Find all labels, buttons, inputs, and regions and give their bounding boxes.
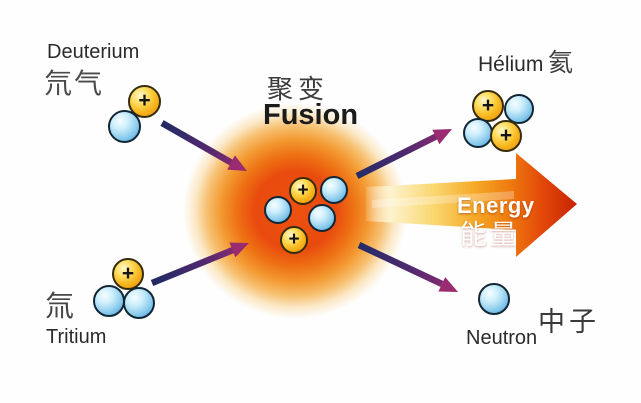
tritium-label-en: Tritium bbox=[46, 326, 107, 348]
plus-symbol: + bbox=[297, 179, 309, 201]
tritium-to-fusion-arrow bbox=[150, 242, 249, 287]
deuterium-to-fusion-arrow bbox=[160, 120, 247, 171]
deuterium-label-zh: 氘气 bbox=[44, 68, 105, 99]
plus-symbol: + bbox=[288, 228, 300, 250]
proton-particle: + bbox=[112, 258, 144, 290]
neutron-particle bbox=[504, 94, 534, 124]
neutron-particle bbox=[308, 204, 336, 232]
proton-particle: + bbox=[280, 226, 308, 254]
proton-particle: + bbox=[490, 120, 522, 152]
neutron-particle bbox=[264, 196, 292, 224]
neutron-particle bbox=[93, 285, 125, 317]
neutron-particle bbox=[108, 110, 141, 143]
energy-label-en: Energy bbox=[457, 193, 535, 218]
plus-symbol: + bbox=[499, 123, 513, 147]
plus-symbol: + bbox=[138, 89, 151, 112]
helium-label-zh: 氦 bbox=[547, 49, 573, 77]
neutron-particle bbox=[123, 287, 155, 319]
helium-label: Hélium 氦 bbox=[478, 43, 573, 79]
neutron-label-en: Neutron bbox=[466, 327, 538, 349]
fusion-to-helium-arrow bbox=[355, 129, 452, 179]
energy-arrow bbox=[366, 153, 577, 257]
deuterium-label-en: Deuterium bbox=[47, 41, 140, 63]
fusion-label-en: Fusion bbox=[263, 99, 359, 131]
fusion-label-zh: 聚变 bbox=[267, 74, 330, 104]
plus-symbol: + bbox=[481, 93, 495, 117]
helium-label-en: Hélium bbox=[478, 53, 544, 76]
neutron-particle bbox=[320, 176, 348, 204]
neutron-particle bbox=[478, 283, 510, 315]
plus-symbol: + bbox=[121, 261, 135, 285]
neutron-particle bbox=[463, 118, 493, 148]
proton-particle: + bbox=[128, 85, 161, 118]
fusion-to-neutron-arrow bbox=[357, 242, 458, 292]
neutron-label-zh: 中子 bbox=[538, 307, 600, 337]
energy-label-zh: 能量 bbox=[460, 220, 520, 250]
tritium-label-zh: 氚 bbox=[45, 291, 75, 323]
proton-particle: + bbox=[289, 177, 317, 205]
